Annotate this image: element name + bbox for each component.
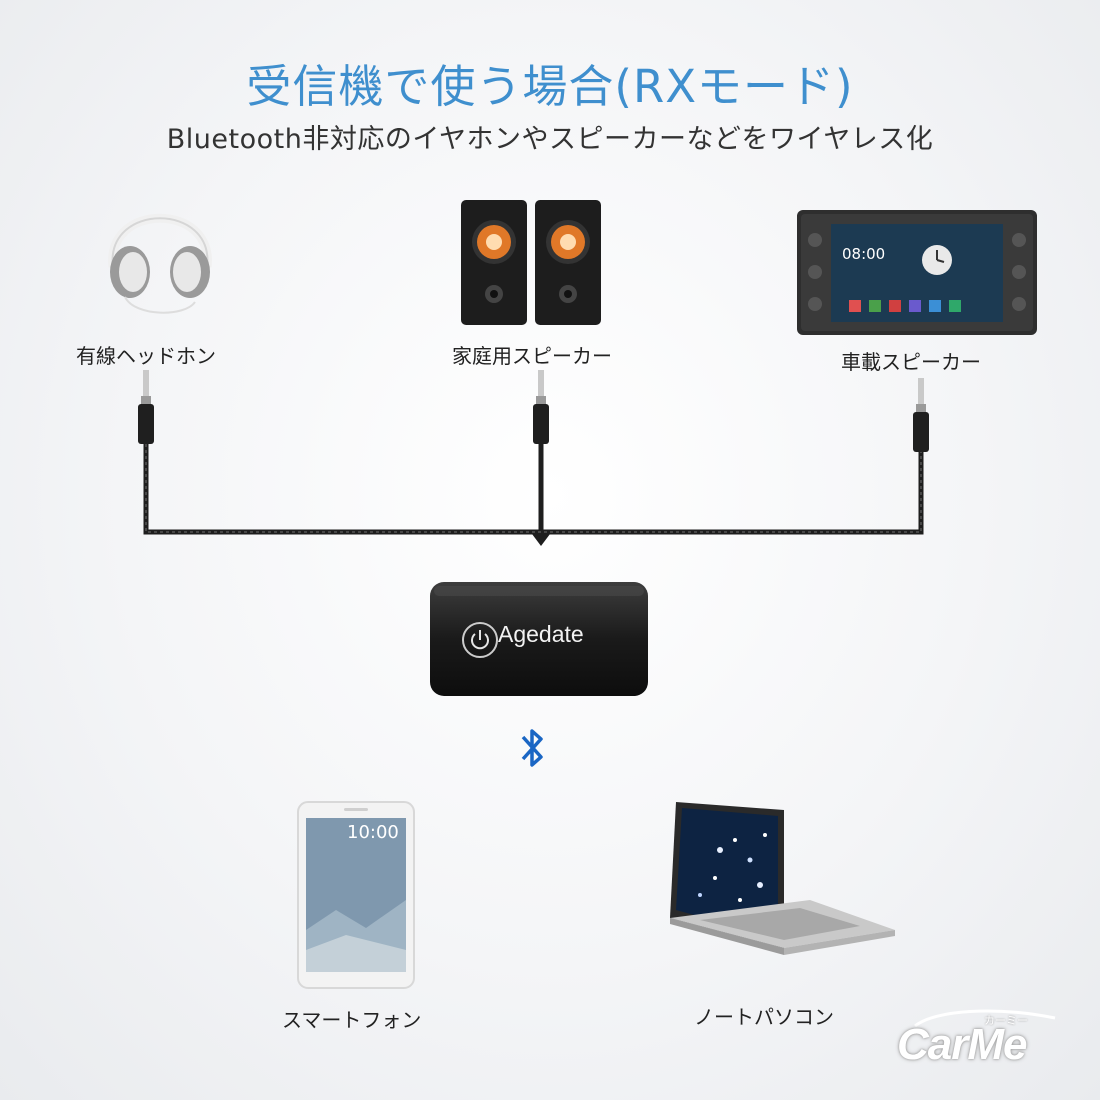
output-label-headphones: 有線ヘッドホン	[76, 344, 216, 368]
phone-clock-time: 10:00	[347, 822, 399, 843]
watermark-text: CarMe	[897, 1020, 1027, 1069]
power-icon	[469, 628, 491, 652]
car-stereo-image	[797, 210, 1037, 335]
output-label-car-speakers: 車載スピーカー	[841, 350, 981, 374]
headphones-image	[95, 172, 225, 322]
aux-plug-center	[533, 370, 549, 444]
laptop-image	[660, 800, 900, 980]
source-label-laptop: ノートパソコン	[694, 1005, 834, 1029]
aux-plug-left	[138, 370, 154, 444]
aux-plug-right	[913, 378, 929, 452]
device-brand: Agedate	[498, 621, 584, 647]
output-label-home-speakers: 家庭用スピーカー	[452, 344, 612, 368]
page-title: 受信機で使う場合(RXモード)	[246, 60, 854, 113]
page-subtitle: Bluetooth非対応のイヤホンやスピーカーなどをワイヤレス化	[166, 124, 934, 155]
bluetooth-icon	[520, 725, 546, 771]
smartphone-image	[296, 800, 416, 990]
carme-logo	[905, 1004, 1070, 1030]
watermark-kana: カーミー	[984, 1014, 1028, 1027]
receiver-device	[428, 580, 650, 698]
speakers-image	[461, 200, 606, 325]
source-label-smartphone: スマートフォン	[282, 1008, 422, 1032]
car-clock-time: 08:00	[842, 245, 886, 263]
aux-cable-diagram	[138, 370, 929, 546]
